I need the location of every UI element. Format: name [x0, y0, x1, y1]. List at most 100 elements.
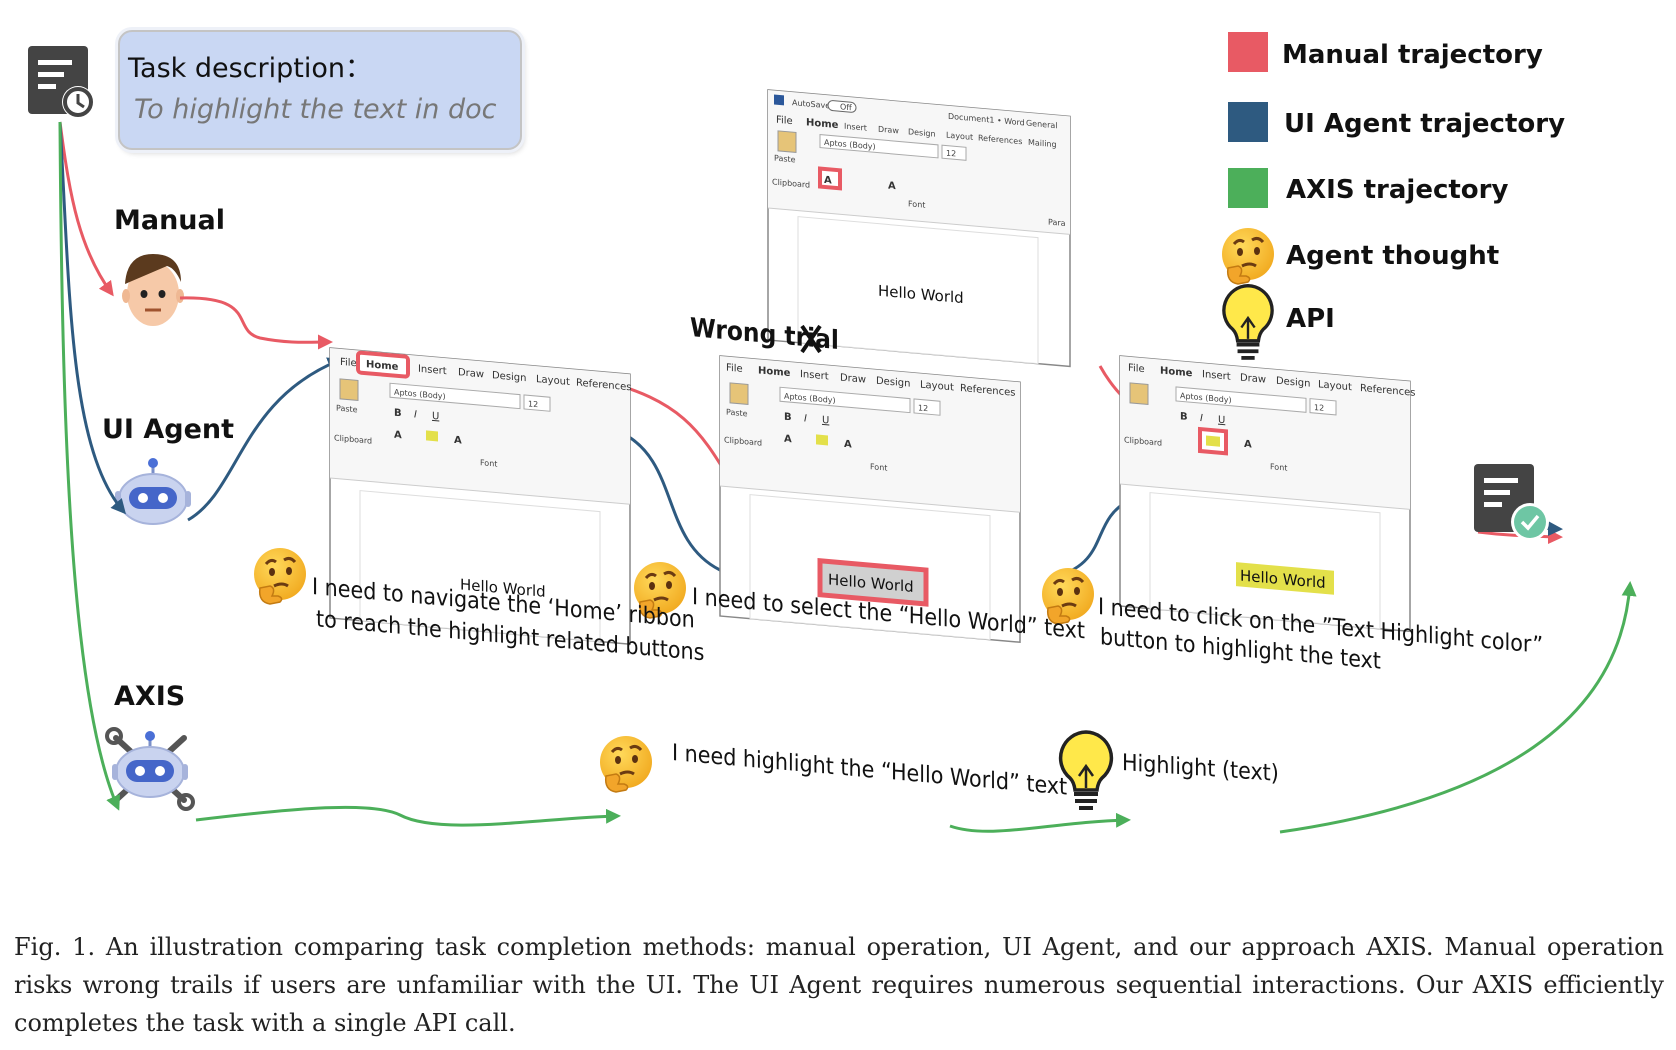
tab-home[interactable]: Home: [366, 359, 399, 373]
legend-agent-thought: Agent thought: [1286, 241, 1499, 271]
font-size-value: 12: [918, 403, 928, 413]
word-screenshot-wrong-trial: AutoSave Off Document1 • Word General Fi…: [767, 89, 1071, 368]
tab-design[interactable]: Design: [1276, 376, 1310, 390]
autosave-toggle[interactable]: [827, 100, 857, 113]
tab-references[interactable]: References: [1360, 383, 1415, 399]
font-color-icon[interactable]: A: [844, 439, 852, 451]
text-highlight-color-icon[interactable]: [1206, 435, 1220, 447]
text-effects-icon[interactable]: A: [784, 434, 792, 446]
paste-icon[interactable]: [1129, 382, 1149, 405]
text-effects-icon[interactable]: A: [394, 430, 402, 442]
font-size-field[interactable]: [523, 394, 551, 412]
font-size-value: 12: [946, 149, 956, 159]
tab-design[interactable]: Design: [876, 376, 910, 390]
tab-file[interactable]: File: [776, 115, 793, 127]
thinking-face-icon: [252, 546, 308, 606]
legend-swatch-axis: [1228, 168, 1268, 208]
tab-draw[interactable]: Draw: [878, 125, 899, 136]
font-group-label: Font: [908, 199, 925, 210]
font-group-label: Font: [870, 462, 887, 473]
clipboard-group-label: Clipboard: [334, 433, 372, 445]
legend-thinking-face-icon: [1220, 226, 1276, 286]
paragraph-group-label: Para: [1048, 218, 1066, 229]
font-name-field[interactable]: [779, 386, 911, 414]
font-name-field[interactable]: [819, 134, 939, 159]
tab-layout[interactable]: Layout: [1318, 379, 1352, 393]
italic-button[interactable]: I: [804, 413, 807, 424]
paste-icon[interactable]: [339, 378, 359, 401]
tab-home[interactable]: Home: [758, 365, 791, 379]
word-screenshot-4: File Home Insert Draw Design Layout Refe…: [1119, 355, 1415, 633]
italic-button[interactable]: I: [1200, 413, 1203, 424]
task-description-title: Task description：: [128, 53, 372, 84]
tab-layout[interactable]: Layout: [920, 380, 954, 394]
legend-axis-trajectory: AXIS trajectory: [1286, 175, 1508, 205]
font-name-field[interactable]: [1175, 386, 1307, 413]
underline-button[interactable]: U: [822, 415, 829, 427]
underline-button[interactable]: U: [1218, 415, 1225, 427]
word-logo-icon: [774, 94, 784, 106]
tab-file[interactable]: File: [726, 363, 743, 375]
bold-button[interactable]: B: [394, 408, 402, 420]
task-description-text: To highlight the text in doc: [134, 94, 497, 125]
font-size-field[interactable]: [1309, 398, 1337, 416]
tab-file[interactable]: File: [1128, 363, 1145, 375]
actor-axis-label: AXIS: [114, 681, 185, 712]
font-size-value: 12: [528, 399, 538, 409]
tab-references[interactable]: References: [978, 133, 1022, 146]
font-size-field[interactable]: [941, 144, 967, 161]
api-call-label: Highlight (text): [1122, 750, 1279, 787]
legend: Manual trajectory UI Agent trajectory AX…: [1220, 32, 1565, 362]
tab-design[interactable]: Design: [492, 370, 526, 384]
tab-insert[interactable]: Insert: [418, 364, 447, 377]
legend-swatch-manual: [1228, 32, 1268, 72]
tab-home[interactable]: Home: [1160, 366, 1193, 380]
figure-caption: Fig. 1. An illustration comparing task c…: [14, 933, 1664, 1037]
highlight-color-icon[interactable]: [816, 434, 828, 446]
highlight-color-icon[interactable]: [426, 430, 438, 442]
paste-label: Paste: [726, 408, 748, 419]
italic-button[interactable]: I: [414, 409, 417, 420]
tab-mailings[interactable]: Mailing: [1028, 138, 1057, 149]
tab-draw[interactable]: Draw: [840, 373, 866, 386]
underline-button[interactable]: U: [432, 411, 439, 423]
paste-label: Paste: [336, 404, 358, 415]
task-doc-clock-icon: [28, 46, 94, 118]
home-tab-highlight-box: [356, 350, 410, 379]
tab-layout[interactable]: Layout: [946, 131, 973, 142]
tab-draw[interactable]: Draw: [1240, 373, 1266, 386]
font-color-icon[interactable]: A: [888, 181, 896, 193]
lightbulb-icon: [1058, 730, 1114, 812]
paste-icon[interactable]: [777, 130, 797, 153]
thinking-face-icon: [598, 734, 654, 794]
legend-ui-agent-trajectory: UI Agent trajectory: [1284, 109, 1565, 139]
task-complete-doc-icon: [1474, 464, 1549, 541]
actor-ui-agent-label: UI Agent: [102, 414, 234, 445]
font-group-label: Font: [1270, 462, 1287, 473]
font-color-icon[interactable]: A: [454, 435, 462, 447]
tab-insert[interactable]: Insert: [1202, 369, 1231, 382]
tab-references[interactable]: References: [576, 378, 631, 394]
tab-design[interactable]: Design: [908, 127, 936, 138]
text-effects-icon[interactable]: A: [824, 175, 832, 187]
person-avatar-icon: [122, 254, 184, 326]
font-name-field[interactable]: [389, 382, 521, 410]
tab-file[interactable]: File: [340, 357, 357, 369]
axis-robot-tools-icon: [105, 727, 195, 811]
tab-home[interactable]: Home: [806, 117, 839, 131]
bold-button[interactable]: B: [784, 412, 792, 424]
tab-insert[interactable]: Insert: [844, 122, 867, 133]
sensitivity-label: General: [1026, 119, 1057, 131]
tab-insert[interactable]: Insert: [800, 369, 829, 382]
paste-icon[interactable]: [729, 382, 749, 405]
thought-4: I need highlight the “Hello World” text: [672, 740, 1067, 801]
legend-swatch-ui-agent: [1228, 102, 1268, 142]
bold-button[interactable]: B: [1180, 411, 1188, 423]
legend-lightbulb-icon: [1222, 284, 1274, 362]
tab-references[interactable]: References: [960, 383, 1015, 399]
tab-draw[interactable]: Draw: [458, 367, 484, 380]
font-size-field[interactable]: [913, 398, 941, 416]
font-color-icon[interactable]: A: [1244, 439, 1252, 451]
tab-layout[interactable]: Layout: [536, 374, 570, 388]
hello-world-selection-box: [817, 558, 929, 607]
